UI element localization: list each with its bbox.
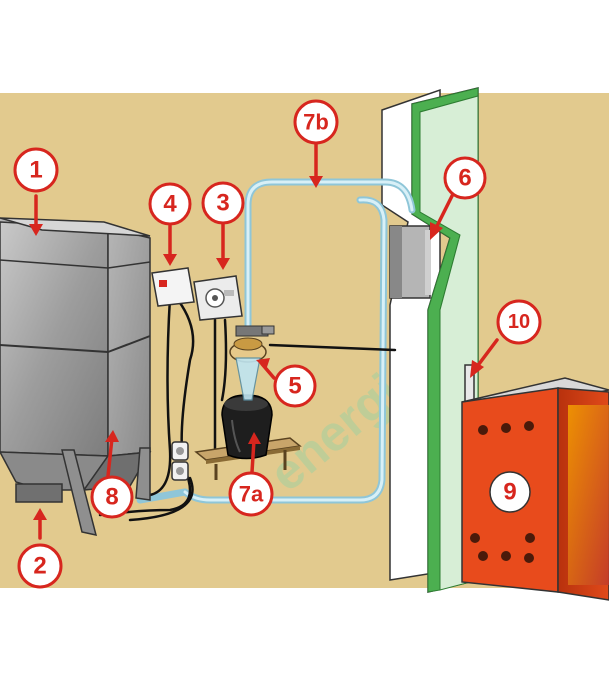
callout-2: 2 — [17, 543, 63, 589]
callout-6: 6 — [443, 156, 487, 200]
cyclone-box-6 — [389, 225, 431, 299]
callout-10: 10 — [496, 299, 542, 345]
callout-8-label: 8 — [105, 484, 118, 511]
electric-cables — [98, 296, 397, 522]
floor — [0, 588, 609, 690]
callout-8: 8 — [90, 475, 134, 519]
vacuum-7a — [221, 394, 273, 460]
callout-3-label: 3 — [216, 190, 229, 217]
callout-2-label: 2 — [33, 553, 46, 580]
storage-tank-1 — [0, 217, 152, 536]
callout-9: 9 — [489, 471, 531, 513]
callout-7b: 7b — [293, 99, 339, 145]
callout-7b-label: 7b — [303, 110, 329, 135]
callout-5: 5 — [273, 364, 317, 408]
callout-5-label: 5 — [288, 373, 301, 400]
callout-arrows — [29, 142, 499, 540]
callout-6-label: 6 — [458, 165, 471, 192]
callout-3: 3 — [201, 181, 245, 225]
callout-4: 4 — [148, 182, 192, 226]
callout-1: 1 — [13, 147, 59, 193]
controller-4 — [151, 267, 195, 307]
callout-9-label: 9 — [503, 479, 516, 506]
wall-sockets — [171, 441, 189, 481]
controller-3 — [193, 275, 243, 321]
callout-4-label: 4 — [163, 191, 177, 218]
callout-1-label: 1 — [29, 157, 42, 184]
callout-7a-label: 7a — [239, 482, 264, 507]
callouts: 1 2 3 4 5 6 7a 7b — [13, 99, 542, 589]
separator-5 — [229, 325, 275, 401]
callout-7a: 7a — [228, 471, 274, 517]
callout-10-label: 10 — [508, 311, 530, 333]
pellet-stove-9 — [461, 377, 609, 601]
